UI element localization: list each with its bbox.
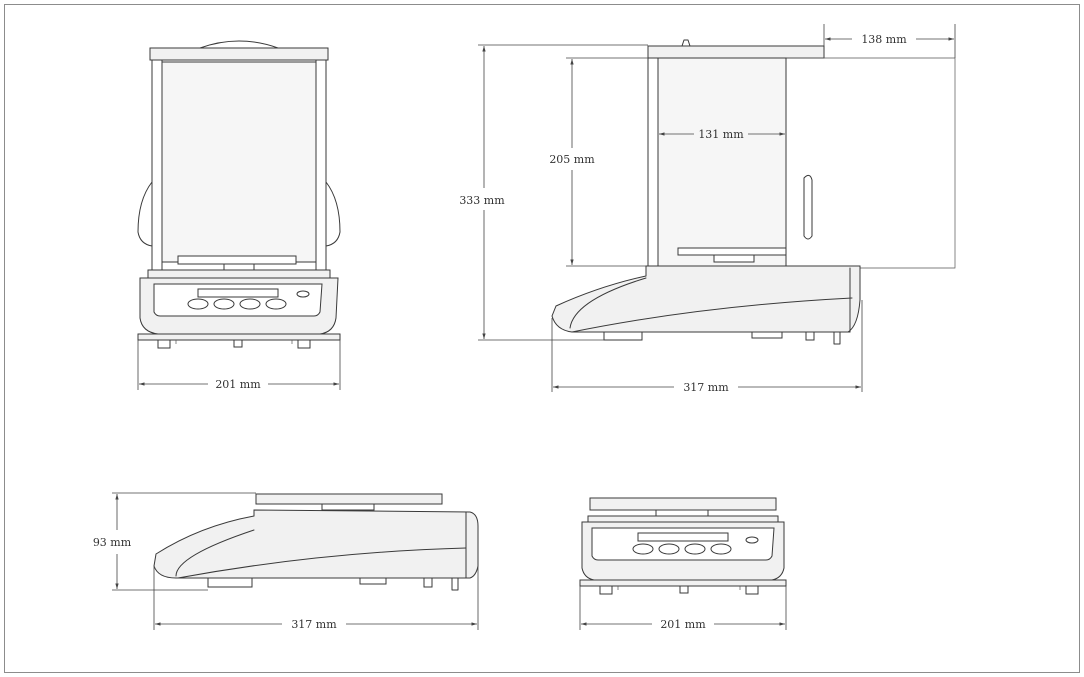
- chamber-depth-label: 131 mm: [698, 128, 744, 141]
- base-height-label: 93 mm: [93, 536, 132, 549]
- front-view: [137, 40, 341, 349]
- sheet-border: [4, 4, 1080, 673]
- door-travel-label: 138 mm: [861, 33, 907, 46]
- front-width-dimension: 201 mm: [137, 340, 341, 391]
- front-width-label: 201 mm: [215, 378, 261, 391]
- side-view: [551, 39, 956, 345]
- base-width-label: 201 mm: [660, 618, 706, 631]
- front-view-no-draft-shield: [579, 497, 787, 595]
- side-view-no-draft-shield: [153, 493, 479, 591]
- side-dimensions: 333 mm 205 mm 131 mm 138 mm 317 mm: [459, 24, 956, 394]
- side-depth-label: 317 mm: [683, 381, 729, 394]
- bottom-side-dimensions: 93 mm 317 mm: [93, 492, 479, 631]
- bottom-front-width-dimension: 201 mm: [579, 586, 787, 631]
- chamber-height-label: 205 mm: [549, 153, 595, 166]
- base-depth-label: 317 mm: [291, 618, 337, 631]
- total-height-label: 333 mm: [459, 194, 505, 207]
